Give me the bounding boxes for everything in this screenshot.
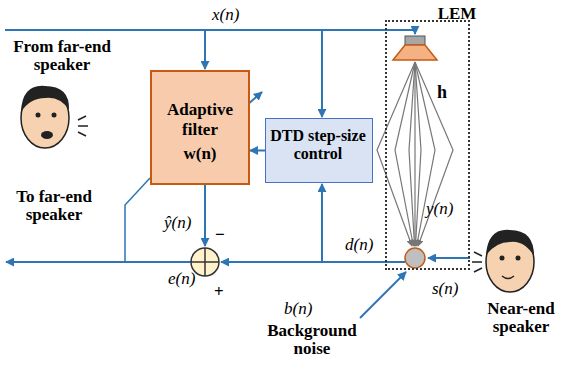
signal-wire xyxy=(414,30,416,34)
node-symbol: w(n) xyxy=(150,144,250,164)
signal-name: d(n) xyxy=(345,236,373,254)
echo-paths xyxy=(377,62,453,246)
signal-name: ŷ(n) xyxy=(164,214,191,232)
noise-arrow xyxy=(360,272,406,318)
control-connector xyxy=(250,150,265,152)
signal-wire xyxy=(204,185,206,246)
speech-arrow xyxy=(428,257,470,259)
node-title: DTD step-size control xyxy=(266,127,370,164)
caption-label: Background noise xyxy=(262,322,362,358)
near-end-face xyxy=(472,230,534,292)
signal-wire xyxy=(221,261,405,263)
signal-name: b(n) xyxy=(284,300,312,318)
adaptive-filter-box: Adaptive filter w(n) xyxy=(150,70,250,185)
signal-name: e(n) xyxy=(168,270,195,288)
node-symbol: h xyxy=(432,82,452,103)
signal-wire xyxy=(321,30,323,117)
node-title: LEM xyxy=(437,4,477,24)
signal-name: y(n) xyxy=(426,200,453,218)
signal-name: s(n) xyxy=(432,280,458,298)
error-feedback xyxy=(125,178,150,262)
lem-region: LEMh xyxy=(385,20,470,270)
signal-wire xyxy=(321,184,323,262)
sign-label: + xyxy=(214,283,224,301)
microphone xyxy=(405,248,425,268)
node-title: Adaptive filter xyxy=(150,100,250,139)
caption-label: To far-end speaker xyxy=(4,188,104,224)
dtd-control-box: DTD step-size control xyxy=(265,118,373,183)
signal-wire xyxy=(204,30,206,69)
signal-wire xyxy=(5,29,415,31)
signal-wire xyxy=(6,261,191,263)
sign-label: − xyxy=(215,226,225,244)
caption-label: From far-end speaker xyxy=(8,38,116,74)
signal-name: x(n) xyxy=(212,6,239,24)
caption-label: Near-end speaker xyxy=(478,300,564,336)
loudspeaker xyxy=(393,36,437,60)
far-end-face xyxy=(21,86,88,148)
